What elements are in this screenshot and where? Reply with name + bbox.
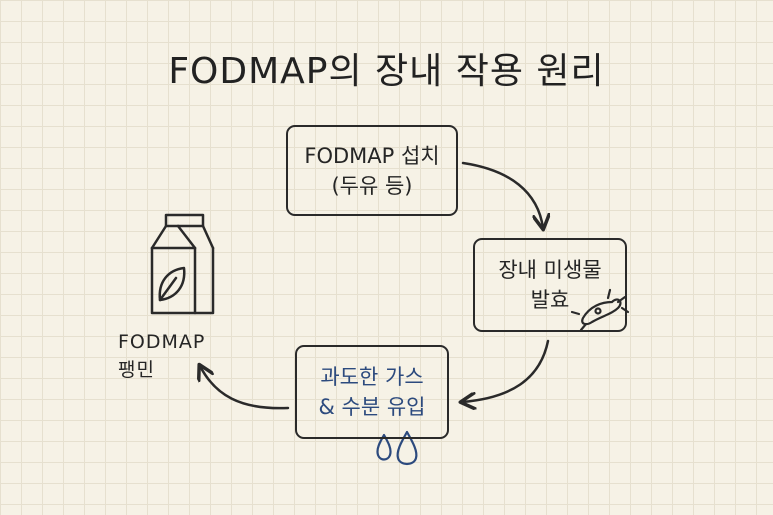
result-line2: 팽민: [118, 359, 155, 381]
step-ferment-line1: 장내 미생물: [498, 258, 602, 282]
step-intake-line2: (두유 등): [331, 173, 413, 198]
microbe-icon: [570, 288, 630, 332]
arrow-gas-to-bloating: [200, 366, 290, 410]
step-intake-line1: FODMAP 섭치: [304, 143, 440, 168]
diagram-title: FODMAP의 장내 작용 원리: [168, 51, 605, 92]
step-gas-line2: & 수분 유입: [318, 395, 426, 419]
bloating-result-label: FODMAP 팽민: [118, 328, 238, 384]
arrow-intake-to-fermentation: [461, 161, 543, 228]
step-gas-line1: 과도한 가스: [320, 365, 424, 389]
result-line1: FODMAP: [118, 331, 206, 353]
step-box-gas-water-influx: 과도한 가스 & 수분 유입: [295, 345, 449, 439]
milk-carton-icon: [150, 213, 215, 315]
water-drops-icon: [376, 430, 418, 466]
step-box-fodmap-intake: FODMAP 섭치 (두유 등): [286, 125, 458, 216]
step-box-microbial-fermentation: 장내 미생물 발효: [473, 238, 627, 332]
arrow-fermentation-to-gas: [462, 339, 550, 402]
step-ferment-line2: 발효: [530, 288, 570, 312]
